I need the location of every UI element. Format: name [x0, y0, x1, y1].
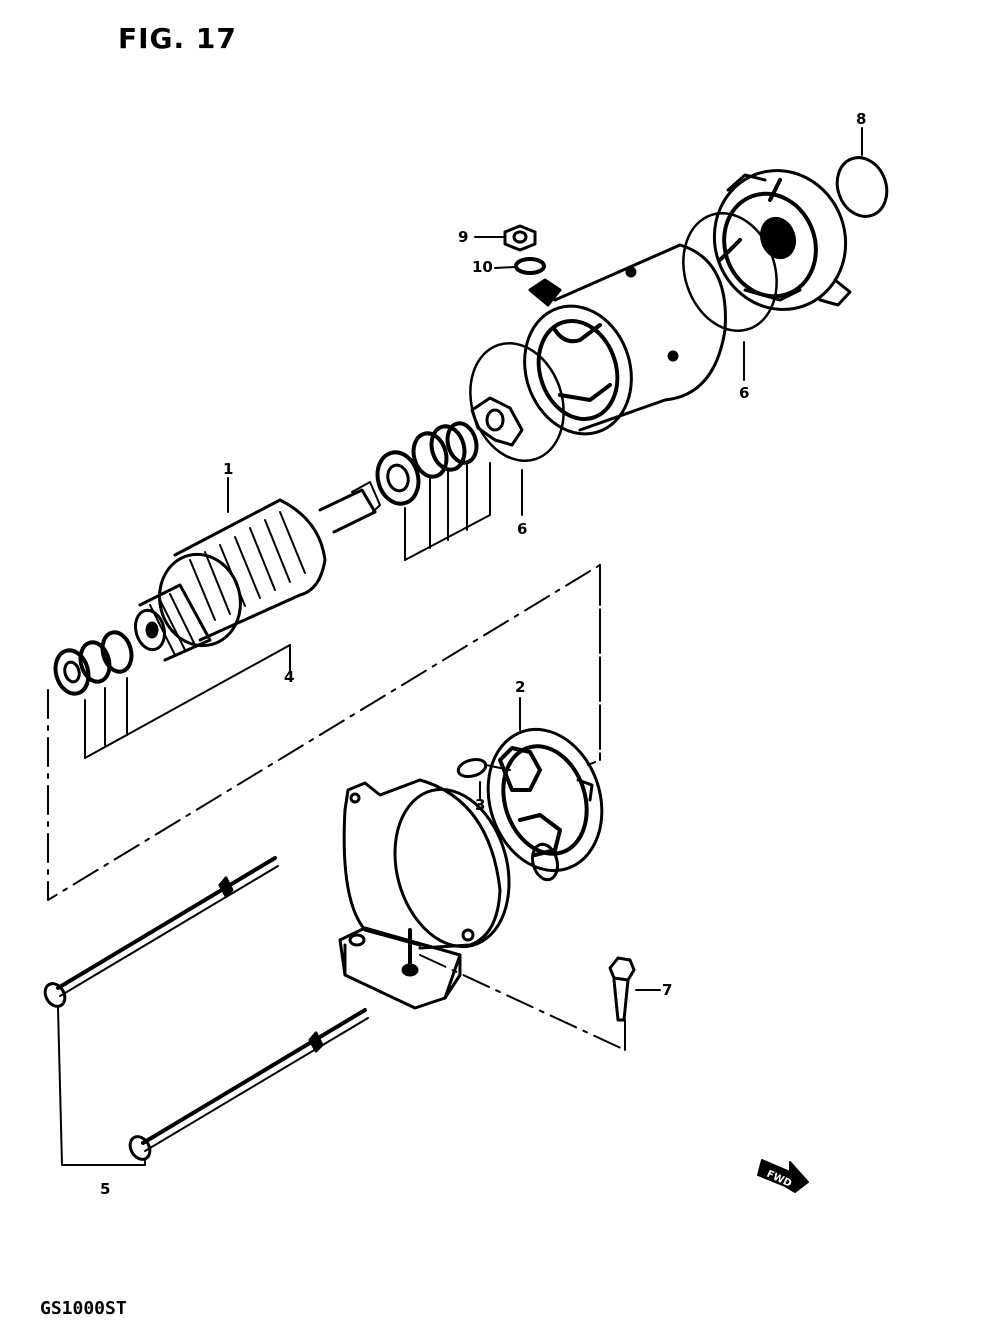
assembly-reference-lines	[47, 564, 626, 1051]
fwd-direction-arrow: FWD	[757, 1159, 809, 1193]
callout-7: 7	[662, 981, 673, 999]
callout-10: 10	[472, 258, 493, 276]
callout-5: 5	[100, 1180, 111, 1198]
figure-title: FIG. 17	[118, 22, 237, 55]
callout-1: 1	[223, 460, 234, 478]
thrust-washer-plate	[470, 396, 524, 447]
callout-8: 8	[856, 110, 867, 128]
part-2-brush-holder-plate	[486, 697, 604, 873]
callout-3: 3	[475, 796, 486, 814]
part-7-bolt	[608, 956, 661, 1022]
rear-end-housing	[712, 169, 852, 311]
part-10-washer	[494, 257, 546, 275]
callout-4: 4	[284, 668, 295, 686]
part-9-nut	[474, 224, 537, 252]
front-end-housing	[338, 778, 511, 1010]
callout-6-rear: 6	[739, 384, 750, 402]
callout-2: 2	[515, 678, 526, 696]
part-3-brush	[456, 757, 559, 882]
part-4-washer-set	[53, 630, 291, 759]
shaft-washers-set	[375, 421, 491, 561]
part-6-o-ring-rear	[682, 212, 778, 381]
part-5-through-bolts	[43, 856, 369, 1166]
callout-9: 9	[458, 228, 469, 246]
model-code-label: GS1000ST	[40, 1298, 127, 1319]
callout-6-front: 6	[517, 520, 528, 538]
motor-yoke-housing	[523, 243, 727, 436]
part-8-o-ring	[835, 127, 889, 218]
part-1-armature	[134, 477, 381, 662]
